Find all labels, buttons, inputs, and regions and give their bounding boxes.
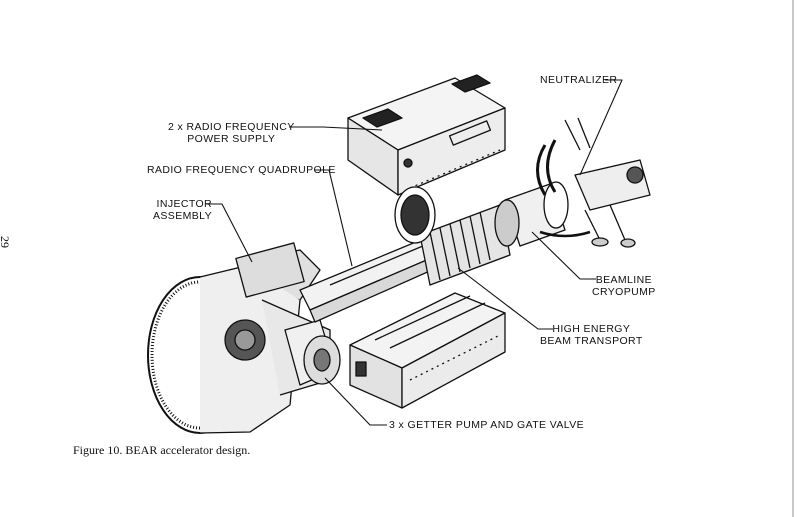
leader-hebt xyxy=(457,267,553,330)
label-cryopump-line1: BEAMLINE xyxy=(595,274,652,286)
label-hebt: HIGH ENERGY BEAM TRANSPORT xyxy=(540,323,643,347)
leader-getter xyxy=(324,377,387,426)
label-getter: 3 x GETTER PUMP AND GATE VALVE xyxy=(389,419,585,431)
leader-cryopump xyxy=(531,231,596,280)
cryopump xyxy=(494,181,569,247)
hebt-box xyxy=(349,292,506,409)
label-cryopump-line2: CRYOPUMP xyxy=(592,286,656,298)
label-injector-line1: INJECTOR xyxy=(156,198,213,210)
figure-caption: Figure 10. BEAR accelerator design. xyxy=(73,443,251,457)
label-hebt-line1: HIGH ENERGY xyxy=(552,323,631,335)
getter-pump xyxy=(284,319,341,386)
page-edge xyxy=(792,0,794,517)
leader-rf-power-supply xyxy=(289,126,383,131)
label-rf-power-supply-line1: 2 x RADIO FREQUENCY xyxy=(168,121,295,133)
label-rf-power-supply-line2: POWER SUPPLY xyxy=(187,133,276,145)
leader-rfq xyxy=(315,169,353,267)
label-hebt-line2: BEAM TRANSPORT xyxy=(540,335,643,347)
label-injector-line2: ASSEMBLY xyxy=(153,210,213,222)
rf-power-supply-cabinet xyxy=(347,74,506,196)
rfq-beamline xyxy=(299,231,451,323)
leader-neutralizer xyxy=(579,79,623,176)
label-rfq: RADIO FREQUENCY QUADRUPOLE xyxy=(147,164,336,176)
leader-injector xyxy=(206,203,253,263)
label-cryopump: BEAMLINE CRYOPUMP xyxy=(592,274,656,298)
label-neutralizer: NEUTRALIZER xyxy=(540,74,618,86)
label-rf-power-supply: 2 x RADIO FREQUENCY POWER SUPPLY xyxy=(168,121,295,145)
page-number: 29 xyxy=(0,236,12,248)
label-injector: INJECTOR ASSEMBLY xyxy=(153,198,212,222)
neutralizer-assembly xyxy=(536,117,651,248)
bellows-section xyxy=(394,186,511,286)
